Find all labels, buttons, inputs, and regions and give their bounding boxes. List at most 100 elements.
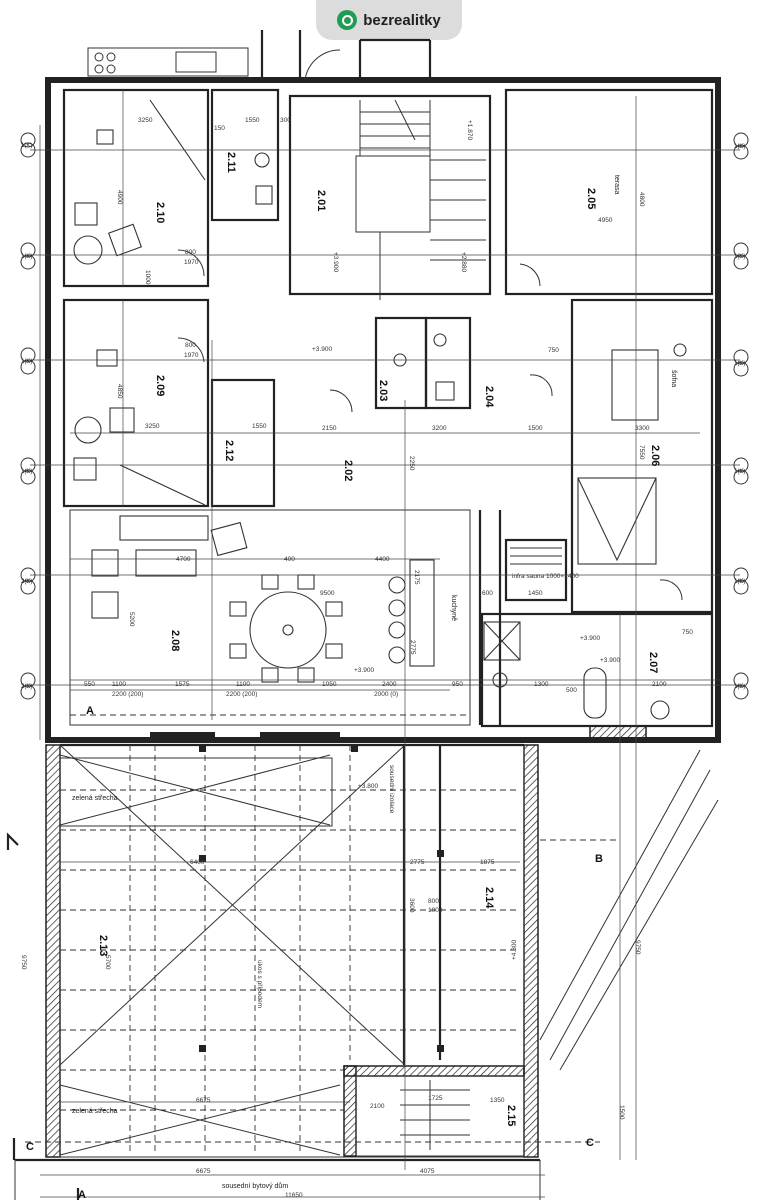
dim: 550 bbox=[84, 681, 95, 688]
dim: 9500 bbox=[320, 590, 335, 597]
dim: 300 bbox=[280, 117, 291, 124]
dim: 4800 bbox=[638, 192, 645, 207]
column-markers bbox=[199, 745, 444, 1052]
dim: 3300 bbox=[635, 425, 650, 432]
label-sauna: infra sauna 1000×1400 bbox=[512, 573, 579, 580]
dim: 1875 bbox=[480, 859, 495, 866]
axis-label-left: 1(K) bbox=[21, 469, 32, 475]
dim: 1050 bbox=[322, 681, 337, 688]
dim: 1500 bbox=[618, 1105, 625, 1120]
dim: 1450 bbox=[528, 590, 543, 597]
label-neighbour-insulation: sousední izolace bbox=[388, 765, 395, 814]
level-mark: +3.900 bbox=[580, 635, 600, 642]
axis-label-right: 1(K) bbox=[734, 684, 745, 690]
room-2-13: 2.13 bbox=[97, 935, 109, 956]
section-letters: A A B C C bbox=[26, 705, 603, 1200]
room-2-08: 2.08 bbox=[169, 630, 181, 651]
axis-label-right: 1(K) bbox=[734, 579, 745, 585]
dim: 6675 bbox=[196, 1097, 211, 1104]
label-slope: úkos s přípodem bbox=[256, 960, 263, 1008]
dim: 1100 bbox=[112, 681, 126, 688]
label-green-roof-1: zelená střecha bbox=[72, 795, 118, 802]
dim: 2175 bbox=[413, 570, 420, 585]
dim: 4400 bbox=[375, 556, 390, 563]
dim: 1100 bbox=[236, 681, 250, 688]
level-mark: +3.900 bbox=[354, 667, 374, 674]
area-labels: terasa šofna kuchyně zelená střecha zele… bbox=[72, 175, 677, 1190]
level-mark: +2.880 bbox=[460, 252, 467, 272]
top-fragment bbox=[87, 30, 432, 81]
furniture bbox=[73, 99, 687, 720]
map-pin-icon bbox=[337, 10, 358, 30]
level-mark: +3.900 bbox=[600, 657, 620, 664]
dim: 1350 bbox=[490, 1097, 505, 1104]
level-mark: +3.900 bbox=[312, 346, 332, 353]
axis-label-left: 2(K) bbox=[21, 579, 32, 585]
dim: 6675 bbox=[196, 1168, 211, 1175]
dim: 1575 bbox=[175, 681, 190, 688]
section-c-right: C bbox=[586, 1137, 594, 1149]
dim: 3600 bbox=[408, 898, 415, 913]
room-2-12: 2.12 bbox=[223, 440, 235, 461]
section-c-left: C bbox=[26, 1141, 34, 1153]
room-2-02: 2.02 bbox=[342, 460, 354, 481]
outer-walls bbox=[45, 77, 721, 743]
dim: 3250 bbox=[145, 423, 160, 430]
level-mark: +1.870 bbox=[466, 120, 473, 140]
dim: 5200 bbox=[128, 612, 135, 627]
room-2-09: 2.09 bbox=[154, 375, 166, 396]
dim: 150 bbox=[214, 125, 225, 132]
dim: 1000 bbox=[428, 907, 443, 914]
room-2-03: 2.03 bbox=[377, 380, 389, 401]
label-terasa: terasa bbox=[613, 175, 620, 195]
neighbour-building bbox=[14, 1158, 545, 1200]
dim: 2250 bbox=[408, 456, 415, 471]
dim: 1000 bbox=[144, 270, 151, 285]
dim: 4075 bbox=[420, 1168, 435, 1175]
dim: 9750 bbox=[20, 955, 27, 970]
axis-label-left: 1(K) bbox=[21, 143, 32, 149]
room-labels: 2.01 2.02 2.03 2.04 2.05 2.06 2.07 2.08 … bbox=[97, 152, 661, 1126]
dim: 800 bbox=[185, 342, 196, 349]
dim: 2200 (200) bbox=[112, 691, 143, 698]
label-kuchyne: kuchyně bbox=[450, 595, 457, 621]
axis-label-left: 1(K) bbox=[21, 359, 32, 365]
dim: 400 bbox=[284, 556, 295, 563]
axis-label-right: 1(K) bbox=[734, 361, 745, 367]
section-a-bottom: A bbox=[78, 1189, 86, 1200]
dim: 1970 bbox=[184, 352, 199, 359]
dimension-texts: 3250 1550 300 150 4900 4950 4800 800 197… bbox=[20, 117, 693, 1199]
dim: 800 bbox=[428, 898, 439, 905]
dimension-lines bbox=[30, 90, 740, 1170]
dim: 2150 bbox=[322, 425, 337, 432]
dim: 3200 bbox=[432, 425, 447, 432]
dim: 1500 bbox=[528, 425, 543, 432]
dim: 4900 bbox=[116, 190, 123, 205]
dim: 11650 bbox=[285, 1192, 303, 1199]
room-2-01: 2.01 bbox=[315, 190, 327, 211]
level-mark: +4.300 bbox=[511, 940, 518, 960]
room-2-15: 2.15 bbox=[505, 1105, 517, 1126]
room-2-10: 2.10 bbox=[154, 202, 166, 223]
axis-label-right: 1(K) bbox=[734, 144, 745, 150]
dim: 2200 (200) bbox=[226, 691, 257, 698]
label-green-roof-2: zelená střecha bbox=[72, 1108, 118, 1115]
axis-texts: 1(K) 1(K) 1(K) 1(K) 2(K) 2(K) 1(K) 1(K) … bbox=[21, 143, 745, 690]
section-b: B bbox=[595, 853, 603, 865]
dim: 4700 bbox=[176, 556, 191, 563]
dim: 1725 bbox=[428, 1095, 443, 1102]
dim: 7550 bbox=[638, 445, 645, 460]
dim: 2400 bbox=[382, 681, 397, 688]
label-neighbour: sousední bytový dům bbox=[222, 1182, 288, 1190]
room-2-05: 2.05 bbox=[585, 188, 597, 209]
logo-badge[interactable]: bezrealitky bbox=[316, 0, 462, 40]
section-lines bbox=[6, 714, 620, 1200]
level-mark: +3.800 bbox=[358, 783, 378, 790]
dim: 2100 bbox=[370, 1103, 385, 1110]
dim: 4850 bbox=[116, 384, 123, 399]
dim: 6400 bbox=[190, 859, 205, 866]
dim: 1970 bbox=[184, 259, 199, 266]
level-mark: +3.900 bbox=[332, 252, 339, 272]
dim: 950 bbox=[452, 681, 463, 688]
